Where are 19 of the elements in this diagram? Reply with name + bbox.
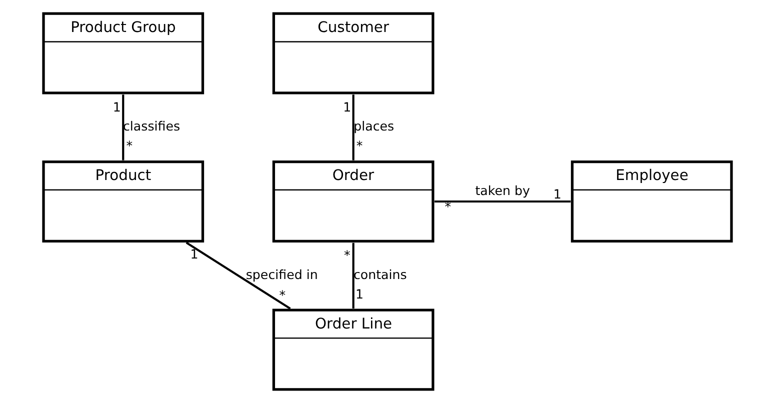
connector xyxy=(122,94,124,160)
label: * xyxy=(278,287,285,302)
label: * xyxy=(126,138,132,154)
edge-label: places xyxy=(353,118,394,134)
label: 1 xyxy=(552,186,561,202)
label: * xyxy=(343,247,350,262)
label: 1 xyxy=(355,286,364,302)
label: 1 xyxy=(112,99,120,114)
label: 1 xyxy=(342,99,351,114)
connector xyxy=(352,242,354,308)
connector xyxy=(434,200,570,203)
edge-label: taken by xyxy=(474,182,530,198)
label: * xyxy=(356,138,362,154)
connector xyxy=(352,94,354,160)
edge-label: specified in xyxy=(245,266,318,282)
edge-label: classifies xyxy=(122,118,180,134)
connector xyxy=(185,242,290,310)
label: * xyxy=(444,198,451,214)
label: 1 xyxy=(190,246,198,262)
